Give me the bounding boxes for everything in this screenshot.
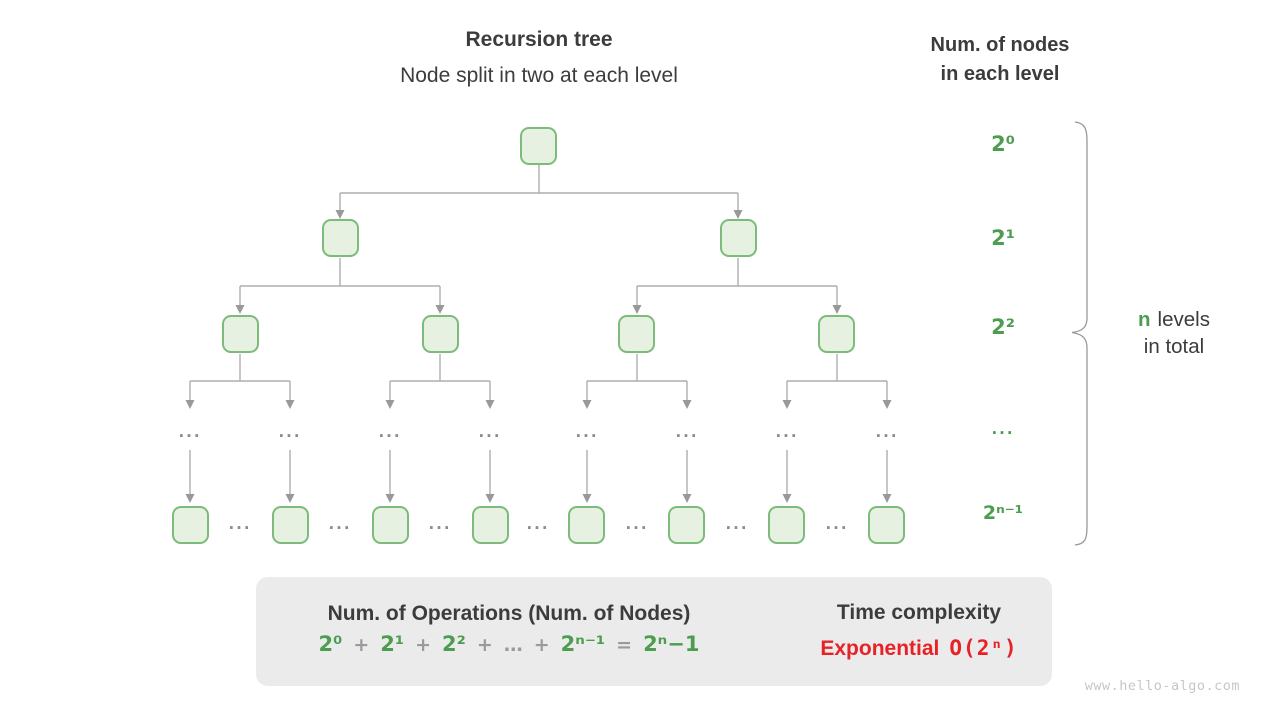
leaf-gap-ellipsis: ... [228,515,252,533]
equation-operator: + [415,634,432,656]
tree-node [222,315,259,353]
tree-ellipsis: ... [775,423,799,441]
diagram-subtitle: Node split in two at each level [400,64,678,87]
tree-ellipsis: ... [478,423,502,441]
tree-ellipsis: ... [675,423,699,441]
level-count-label-0: 2⁰ [991,132,1015,156]
nodes-per-level-heading-line2: in each level [940,63,1060,85]
tree-ellipsis: ... [278,423,302,441]
levels-total-n: n [1138,308,1151,331]
equation-operator: + [533,634,550,656]
tree-node-leaf [868,506,905,544]
equation-result: 2ⁿ−1 [643,632,700,656]
tree-ellipsis: ... [178,423,202,441]
tree-node-leaf [568,506,605,544]
tree-node [618,315,655,353]
nodes-per-level-heading: Num. of nodes in each level [890,31,1110,89]
tree-node-leaf [372,506,409,544]
nodes-per-level-heading-line1: Num. of nodes [930,34,1070,56]
tree-node [322,219,359,257]
tree-node-leaf [272,506,309,544]
leaf-gap-ellipsis: ... [625,515,649,533]
time-complexity-value: Exponential O(2ⁿ) [786,636,1052,661]
tree-node-leaf [472,506,509,544]
equation-equals: = [616,634,633,656]
leaf-gap-ellipsis: ... [328,515,352,533]
time-complexity-title: Time complexity [836,601,1002,624]
level-count-label-ellipsis: ... [991,420,1015,438]
equation-term: 2ⁿ⁻¹ [560,632,606,656]
tree-branch-lines [190,164,887,382]
tree-node-leaf [768,506,805,544]
leaf-gap-ellipsis: ... [526,515,550,533]
levels-brace [1071,121,1088,546]
equation-term: 2⁰ [318,632,343,656]
levels-total-line2: in total [1143,335,1205,358]
leaf-gap-ellipsis: ... [825,515,849,533]
tree-node-leaf [172,506,209,544]
watermark: www.hello-algo.com [1084,678,1240,694]
equation-operator: + [353,634,370,656]
tree-node-root [520,127,557,165]
tree-ellipsis: ... [378,423,402,441]
tree-arrow-lines [185,193,892,503]
complexity-word: Exponential [820,637,940,660]
tree-ellipsis: ... [875,423,899,441]
level-count-label-1: 2¹ [991,226,1015,250]
level-count-label-last: 2ⁿ⁻¹ [982,502,1024,524]
equation-term: 2² [442,632,466,656]
tree-node [720,219,757,257]
operations-title: Num. of Operations (Num. of Nodes) [327,602,691,625]
equation-ellipsis: … [503,634,523,656]
level-count-label-2: 2² [991,315,1015,339]
leaf-gap-ellipsis: ... [725,515,749,533]
diagram-title: Recursion tree [465,28,613,51]
complexity-notation: O(2ⁿ) [949,636,1018,660]
tree-node [818,315,855,353]
tree-node [422,315,459,353]
tree-node-leaf [668,506,705,544]
leaf-gap-ellipsis: ... [428,515,452,533]
equation-term: 2¹ [380,632,405,656]
summary-box: Num. of Operations (Num. of Nodes) 2⁰ + … [256,577,1052,686]
equation-operator: + [476,634,493,656]
tree-ellipsis: ... [575,423,599,441]
operations-equation: 2⁰ + 2¹ + 2² + … + 2ⁿ⁻¹ = 2ⁿ−1 [259,632,759,656]
